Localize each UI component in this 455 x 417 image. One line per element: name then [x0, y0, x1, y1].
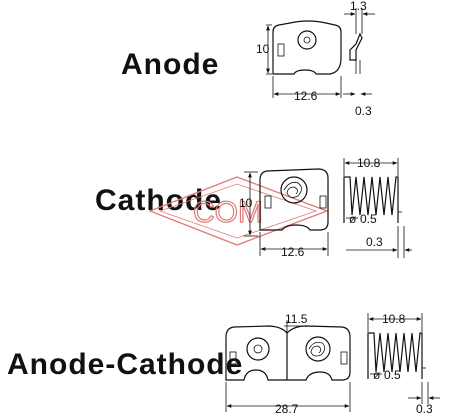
anode-height-dim: 10 [256, 42, 270, 56]
anode-tab-dim: 1.3 [350, 0, 367, 13]
combo-spring-diameter-dim: 0.5 [384, 368, 401, 382]
cathode-diameter-symbol: ø [349, 212, 357, 226]
cathode-height-dim: 10 [239, 196, 253, 210]
anode-cathode-label: Anode-Cathode [7, 348, 244, 381]
cathode-spring-length-dim: 10.8 [357, 156, 381, 170]
anode-thickness-dim: 0.3 [355, 104, 372, 118]
anode-width-dim: 12.6 [294, 89, 318, 103]
combo-diameter-symbol: ø [373, 368, 381, 382]
combo-spring-length-dim: 10.8 [382, 312, 406, 326]
watermark: COM [148, 176, 329, 246]
watermark-text: COM [193, 196, 263, 229]
cathode-thickness-dim: 0.3 [366, 235, 383, 249]
anode-part: 10 12.6 1.3 0.3 [256, 0, 375, 118]
cathode-label: Cathode [95, 184, 222, 217]
combo-thickness-dim: 0.3 [416, 402, 433, 416]
combo-width-dim: 28.7 [275, 402, 299, 416]
anode-label: Anode [121, 48, 220, 81]
combo-gap-dim: 11.5 [285, 312, 308, 326]
cathode-spring-diameter-dim: 0.5 [360, 212, 377, 226]
anode-cathode-part: 11.5 28.7 10.8 ø 0.5 0.3 [225, 312, 440, 416]
cathode-part: 10 12.6 10.8 ø 0.5 0.3 [239, 156, 412, 259]
cathode-width-dim: 12.6 [281, 245, 305, 259]
